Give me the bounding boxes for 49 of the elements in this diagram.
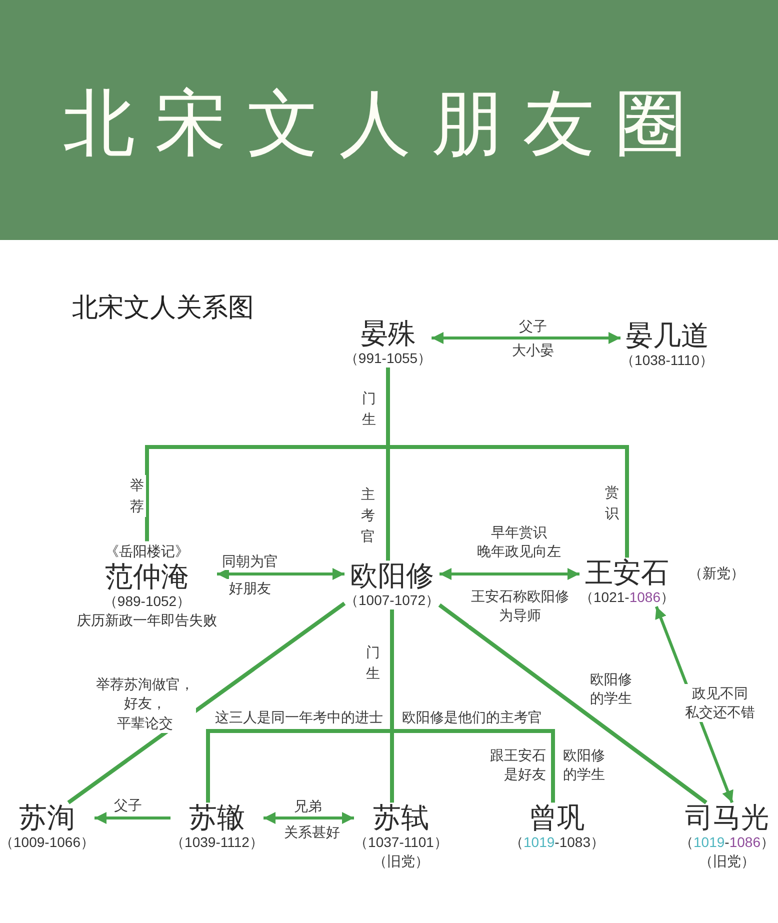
years-label: （1007-1072） [344, 591, 440, 610]
years-label: （1038-1110） [620, 351, 714, 370]
arrow [440, 568, 580, 580]
person-name: 范仲淹 [105, 562, 189, 592]
person-name: 苏洵 [19, 802, 75, 834]
years-label: （1009-1066） [0, 833, 94, 852]
party-label: （新党） [688, 564, 744, 582]
note-label: 庆历新政一年即告失败 [77, 610, 217, 629]
relation-note: 这三人是同一年考中的进士 [213, 708, 385, 726]
person-name: 晏殊 [360, 318, 416, 350]
edge-label: 政见不同私交还不错 [683, 684, 757, 722]
person-name: 晏几道 [625, 320, 709, 352]
edge-label: 父子 [517, 316, 549, 336]
years-label: （1019-1086） [680, 833, 774, 852]
person-name: 司马光 [685, 802, 769, 834]
edge-label: 父子 [112, 796, 144, 814]
years-label: （1037-1101） [354, 833, 448, 852]
relation-note: 好朋友 [227, 578, 273, 598]
person-name: 苏轼 [373, 802, 429, 834]
years-label: （1021-1086） [580, 588, 674, 607]
edge-label: 举荐苏洵做官，好友，平辈论交 [94, 675, 196, 733]
years-label: （991-1055） [344, 349, 432, 368]
arrow [217, 568, 344, 580]
relation-note: 大小晏 [510, 340, 556, 360]
arrow [264, 812, 354, 824]
title: 北宋文人朋友圈 [63, 84, 707, 164]
relation-note: 关系甚好 [282, 822, 342, 842]
edge-label: 同朝为官 [220, 552, 280, 570]
party-label: （旧党） [373, 852, 429, 870]
connector-line [438, 603, 708, 804]
years-label: （1019-1083） [510, 833, 604, 852]
person-name: 苏辙 [189, 802, 245, 834]
party-label: （旧党） [699, 852, 755, 870]
connector-line [386, 368, 629, 558]
connector-line [390, 610, 555, 803]
edge-label: 举荐 [128, 475, 146, 517]
person-name: 欧阳修 [350, 560, 434, 592]
connector-line [67, 602, 346, 804]
arrow [432, 332, 620, 344]
relation-note: 王安石称欧阳修为导师 [469, 586, 571, 626]
book-title: 《岳阳楼记》 [105, 542, 189, 562]
years-label: （989-1052） [103, 592, 191, 611]
years-label: （1039-1112） [170, 833, 264, 852]
person-name: 曾巩 [529, 802, 585, 834]
relation-note: 跟王安石是好友 [488, 746, 548, 784]
edge-label: 兄弟 [292, 796, 324, 816]
relation-note: 欧阳修是他们的主考官 [400, 708, 544, 726]
person-name: 王安石 [585, 558, 669, 588]
arrow [94, 812, 170, 824]
